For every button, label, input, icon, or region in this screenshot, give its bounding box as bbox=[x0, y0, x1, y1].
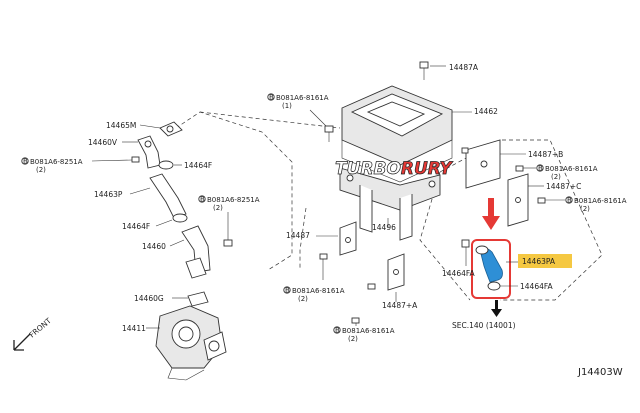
label-14487a: 14487A bbox=[449, 63, 479, 72]
bolt-b2-qty: (2) bbox=[36, 166, 46, 174]
gasket-14460g bbox=[187, 291, 209, 307]
bolt-b7-qty: (2) bbox=[580, 205, 590, 213]
bolt-b3: B B081A6-8251A (2) bbox=[198, 195, 260, 247]
label-14487-a: 14487+A bbox=[382, 301, 418, 310]
label-sec140: SEC.140 (14001) bbox=[452, 321, 516, 330]
heat-shield-14462 bbox=[341, 85, 453, 183]
label-14411: 14411 bbox=[122, 324, 146, 333]
diagram-code: J14403W bbox=[577, 367, 623, 378]
bracket-14487a-lower bbox=[367, 253, 405, 291]
svg-text:B: B bbox=[23, 158, 28, 166]
bolt-b4-qty: (2) bbox=[551, 173, 561, 181]
label-14460g: 14460G bbox=[134, 294, 164, 303]
brand-part2: RURY bbox=[401, 159, 453, 179]
bolt-b2-code: B081A6-8251A bbox=[30, 158, 83, 166]
svg-text:B: B bbox=[200, 196, 205, 204]
svg-text:B: B bbox=[538, 165, 543, 173]
bolt-b6-qty: (2) bbox=[348, 335, 358, 343]
turbocharger-14411 bbox=[155, 305, 227, 381]
label-14464fa-left: 14464FA bbox=[442, 269, 475, 278]
bolt-b5-qty: (2) bbox=[298, 295, 308, 303]
label-14465m: 14465M bbox=[106, 121, 136, 130]
clamp-14464f-mid bbox=[172, 213, 188, 223]
bolt-b5-code: B081A6-8161A bbox=[292, 287, 345, 295]
bracket-14487b bbox=[461, 139, 501, 189]
sec140-arrow bbox=[491, 300, 502, 317]
front-arrow-icon bbox=[13, 333, 31, 351]
bolt-b6-code: B081A6-8161A bbox=[342, 327, 395, 335]
label-14464f-top: 14464F bbox=[184, 161, 212, 170]
bolt-b4: B B081A6-8161A (2) bbox=[515, 164, 598, 181]
label-14464fa-right: 14464FA bbox=[520, 282, 553, 291]
red-down-arrow bbox=[482, 198, 500, 230]
highlighted-hose-group bbox=[471, 239, 511, 299]
label-14463p: 14463P bbox=[94, 190, 123, 199]
bracket-14487c bbox=[507, 173, 529, 227]
bracket-14496 bbox=[339, 167, 441, 241]
bolt-b1-code: B081A6-8161A bbox=[276, 94, 329, 102]
bolt-b3-code: B081A6-8251A bbox=[207, 196, 260, 204]
svg-text:B: B bbox=[335, 327, 340, 335]
pipe-14460 bbox=[181, 225, 211, 279]
svg-text:B: B bbox=[285, 287, 290, 295]
bolt-b2: B B081A6-8251A (2) bbox=[21, 156, 140, 174]
highlight-box bbox=[471, 239, 511, 299]
highlight-label-bg bbox=[518, 254, 572, 268]
bolt-b4-code: B081A6-8161A bbox=[545, 165, 598, 173]
bolt-b3-qty: (2) bbox=[213, 204, 223, 212]
brand-part1: TURBO bbox=[335, 159, 401, 179]
clamp-14464f-top bbox=[158, 160, 174, 170]
svg-text:TURBORURY: TURBORURY bbox=[335, 159, 453, 179]
brand-watermark: TURBORURY bbox=[335, 159, 454, 180]
label-14487: 14487 bbox=[286, 231, 310, 240]
bolt-b7: B B081A6-8161A (2) bbox=[537, 196, 627, 213]
hose-14463p bbox=[149, 173, 187, 219]
bracket-14487 bbox=[339, 221, 357, 256]
bolt-14487a bbox=[419, 61, 446, 80]
label-14496: 14496 bbox=[372, 223, 396, 232]
svg-text:B: B bbox=[269, 94, 274, 102]
label-14487c: 14487+C bbox=[546, 182, 581, 191]
bolt-b1: B B081A6-8161A (1) bbox=[267, 93, 334, 142]
label-14487b: 14487+B bbox=[528, 150, 563, 159]
bolt-b7-code: B081A6-8161A bbox=[574, 197, 627, 205]
clamp-14464fa-left bbox=[461, 239, 470, 266]
front-label: FRONT bbox=[28, 316, 54, 340]
bolt-b6: B B081A6-8161A (2) bbox=[333, 317, 395, 343]
label-14464f-mid: 14464F bbox=[122, 222, 150, 231]
label-14462: 14462 bbox=[474, 107, 498, 116]
tube-14460v bbox=[137, 135, 161, 169]
bolt-b1-qty: (1) bbox=[282, 102, 292, 110]
banjo-14465m bbox=[159, 121, 183, 137]
label-14460v: 14460V bbox=[88, 138, 118, 147]
svg-text:B: B bbox=[567, 197, 572, 205]
label-14463pa: 14463PA bbox=[522, 257, 556, 266]
label-14460: 14460 bbox=[142, 242, 166, 251]
bolt-b5: B B081A6-8161A (2) bbox=[283, 253, 345, 303]
